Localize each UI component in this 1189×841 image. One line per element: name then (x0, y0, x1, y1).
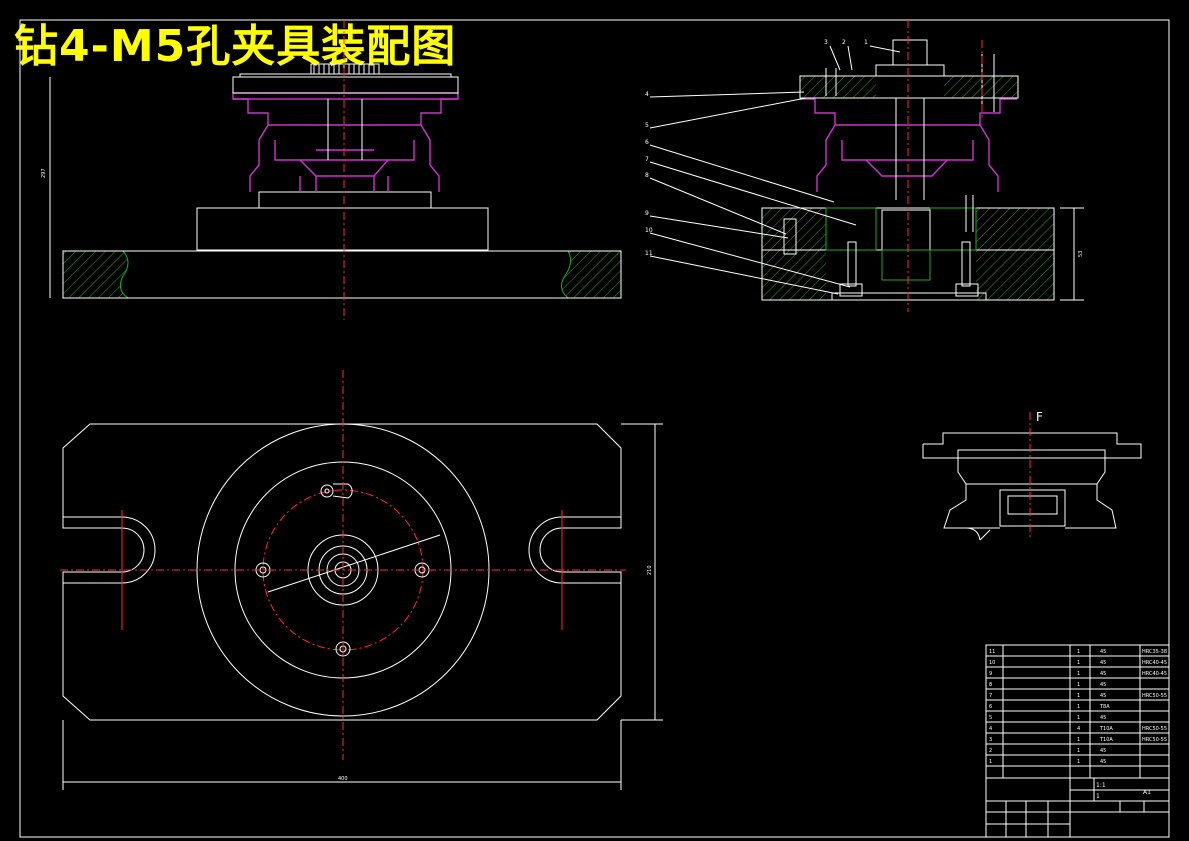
front-view: 297 (41, 20, 622, 320)
bom-note: HRC40-45 (1142, 660, 1167, 666)
callout-7: 7 (645, 156, 649, 163)
callout-2: 2 (842, 39, 846, 46)
bom-no: 7 (989, 693, 992, 699)
bom-no: 8 (989, 682, 992, 688)
callout-5: 5 (645, 122, 649, 129)
bom-note: HRC50-55 (1142, 737, 1167, 743)
scale-value: 1:1 (1096, 782, 1106, 789)
bom-qty: 1 (1077, 759, 1080, 765)
bom-material: 45 (1100, 748, 1106, 754)
callout-4: 4 (645, 91, 649, 98)
callout-8: 8 (645, 172, 649, 179)
bom-qty: 1 (1077, 737, 1080, 743)
bom-no: 11 (989, 649, 995, 655)
callout-1: 1 (864, 39, 868, 46)
bom-no: 3 (989, 737, 992, 743)
callout-6: 6 (645, 139, 649, 146)
bom-material: 45 (1100, 759, 1106, 765)
view-label-f: F (1036, 410, 1043, 424)
bom-material: 45 (1100, 671, 1106, 677)
bom-no: 4 (989, 726, 992, 732)
bom-qty: 1 (1077, 704, 1080, 710)
svg-text:297: 297 (41, 168, 47, 178)
bom-qty: 1 (1077, 693, 1080, 699)
bom-note: HRC35-38 (1142, 649, 1167, 655)
bom-material: 45 (1100, 693, 1106, 699)
plan-view: 400 210 (60, 370, 663, 790)
callout-10: 10 (645, 227, 653, 234)
bom-material: 45 (1100, 682, 1106, 688)
bom-qty: 1 (1077, 671, 1080, 677)
callout-3: 3 (824, 39, 828, 46)
plan-width-dimension: 400 (338, 776, 348, 782)
bom-no: 5 (989, 715, 992, 721)
bom-material: T10A (1099, 737, 1113, 743)
bom-note: HRC50-55 (1142, 726, 1167, 732)
bom-no: 9 (989, 671, 992, 677)
workpiece-view: F (922, 410, 1142, 541)
bom-note: HRC50-55 (1142, 693, 1167, 699)
drawing-frame (19, 19, 1170, 838)
bom-material: 45 (1100, 649, 1106, 655)
bom-note: HRC40-45 (1142, 671, 1167, 677)
bom-qty: 1 (1077, 715, 1080, 721)
bom-material: 45 (1100, 715, 1106, 721)
bom-qty: 1 (1077, 748, 1080, 754)
bom-qty: 4 (1077, 726, 1080, 732)
plan-height-dimension: 210 (647, 565, 653, 575)
bom-no: 10 (989, 660, 995, 666)
bom-material: T10A (1099, 726, 1113, 732)
drawing-title: 钻4-M5孔夹具装配图 (14, 21, 457, 72)
side-height-dimension: 53 (1078, 251, 1084, 257)
bom-material: 45 (1100, 660, 1106, 666)
bom-qty: 1 (1077, 649, 1080, 655)
callout-11: 11 (645, 250, 653, 257)
sheet-value: 1 (1096, 793, 1100, 800)
bom-no: 2 (989, 748, 992, 754)
sheet-size: A1 (1143, 789, 1151, 796)
callout-9: 9 (645, 210, 649, 217)
bom-no: 6 (989, 704, 992, 710)
bom-qty: 1 (1077, 682, 1080, 688)
section-view: 53 4 5 6 7 8 9 10 11 3 2 1 (645, 20, 1084, 312)
bom-material: T8A (1099, 704, 1110, 710)
bom-qty: 1 (1077, 660, 1080, 666)
bom-no: 1 (989, 759, 992, 765)
